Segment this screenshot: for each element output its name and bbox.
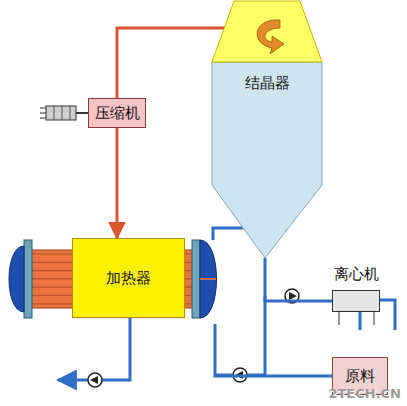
motor-symbol	[40, 106, 90, 120]
compressor-box: 压缩机	[88, 98, 146, 128]
node-label: 离心机	[334, 265, 379, 283]
watermark: 2TECH.CN	[328, 386, 401, 402]
node-label: 压缩机	[95, 104, 140, 122]
pipe-connector	[265, 258, 332, 301]
node-label: 原料	[345, 367, 375, 385]
centrifuge-box: 离心机	[332, 290, 380, 312]
node-label: 结晶器	[212, 74, 322, 92]
node-label: 加热器	[106, 269, 151, 287]
heater-box: 加热器	[72, 238, 185, 318]
pipe-connector	[215, 324, 332, 376]
vessel-outline	[212, 0, 322, 260]
pipe	[58, 180, 395, 380]
centrifuge-legs	[333, 291, 379, 311]
pipe-connector	[213, 228, 243, 240]
pipe-connector	[116, 128, 119, 238]
crystallizer-vessel: 结晶器	[212, 0, 322, 260]
